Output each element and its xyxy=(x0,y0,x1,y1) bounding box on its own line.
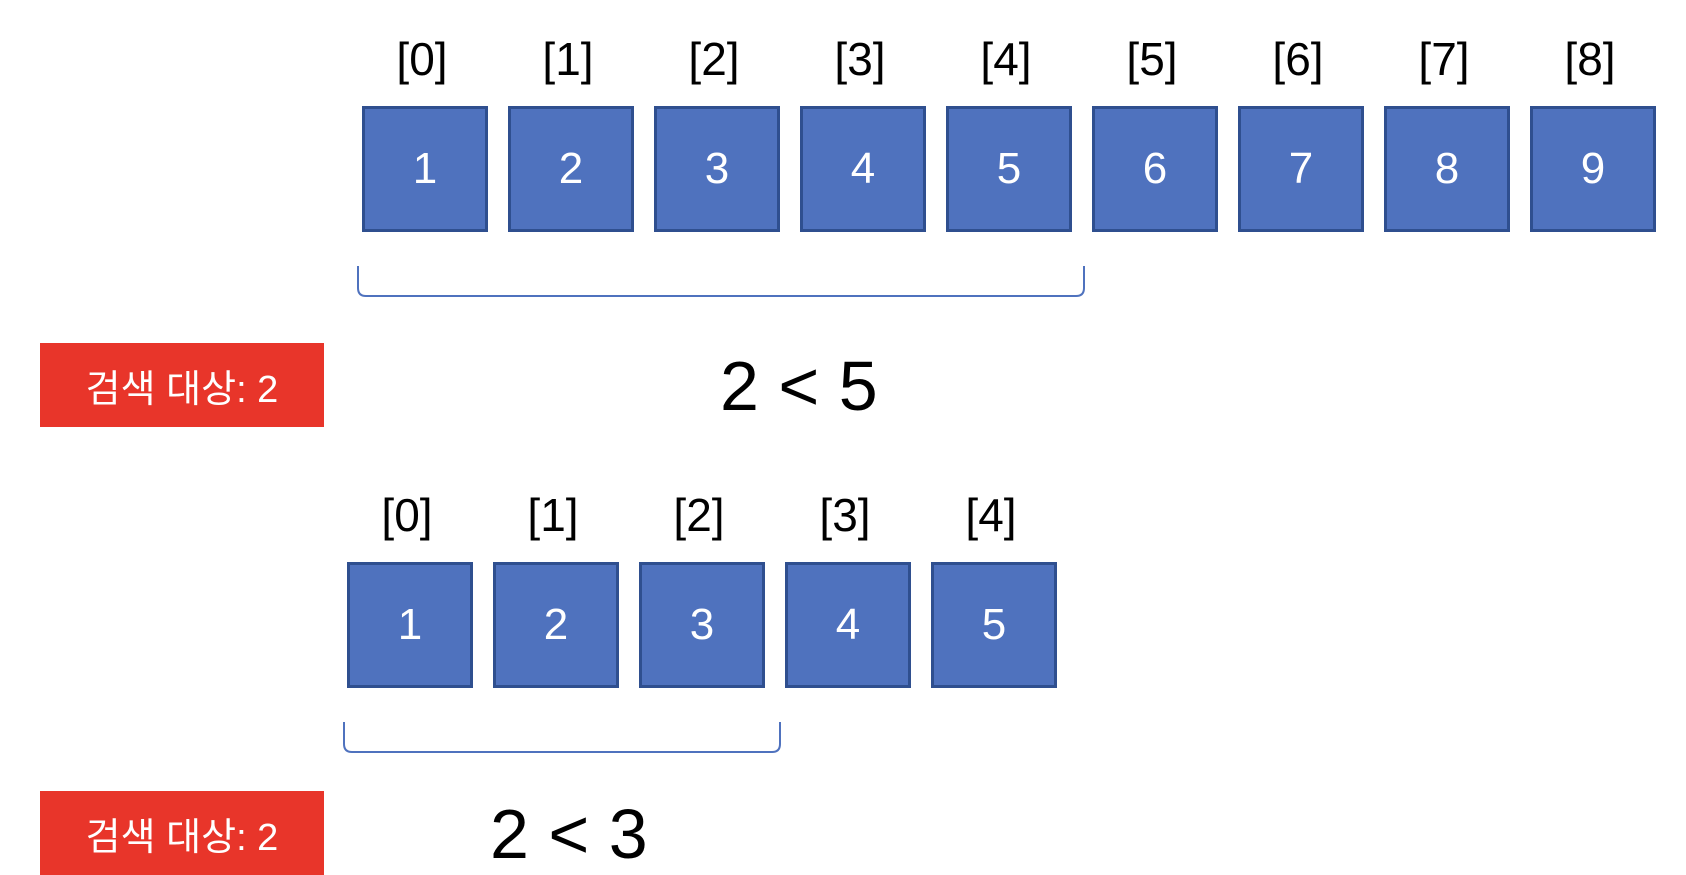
array-cell: 4 xyxy=(785,562,911,688)
comparison-text-2: 2 < 3 xyxy=(490,795,648,873)
array-cell: 1 xyxy=(362,106,488,232)
index-label: [1] xyxy=(542,33,594,85)
array-cell: 6 xyxy=(1092,106,1218,232)
index-label: [7] xyxy=(1418,33,1470,85)
index-label: [4] xyxy=(965,489,1017,541)
step-1: 검색 대상: 2 2 < 5 xyxy=(40,266,1085,427)
array-cell: 7 xyxy=(1238,106,1364,232)
index-label: [0] xyxy=(396,33,448,85)
range-bracket-2 xyxy=(343,722,781,753)
index-label: [2] xyxy=(673,489,725,541)
bracket-path xyxy=(343,722,781,753)
index-label: [5] xyxy=(1126,33,1178,85)
search-target-badge-2: 검색 대상: 2 xyxy=(40,791,324,875)
array-cell: 2 xyxy=(508,106,634,232)
array-cell: 9 xyxy=(1530,106,1656,232)
array-cell: 4 xyxy=(800,106,926,232)
index-label: [8] xyxy=(1564,33,1616,85)
index-label: [0] xyxy=(381,489,433,541)
index-label: [4] xyxy=(980,33,1032,85)
range-bracket-1 xyxy=(357,266,1085,297)
index-label: [3] xyxy=(819,489,871,541)
array-cell: 5 xyxy=(931,562,1057,688)
array-cell: 1 xyxy=(347,562,473,688)
array-cell: 3 xyxy=(654,106,780,232)
array-cell: 3 xyxy=(639,562,765,688)
index-label: [6] xyxy=(1272,33,1324,85)
index-label: [3] xyxy=(834,33,886,85)
index-label: [2] xyxy=(688,33,740,85)
bracket-path xyxy=(357,266,1085,297)
array-cell: 2 xyxy=(493,562,619,688)
search-target-badge-1: 검색 대상: 2 xyxy=(40,343,324,427)
array-cell: 8 xyxy=(1384,106,1510,232)
comparison-text-1: 2 < 5 xyxy=(720,347,878,425)
array-cell: 5 xyxy=(946,106,1072,232)
index-label: [1] xyxy=(527,489,579,541)
